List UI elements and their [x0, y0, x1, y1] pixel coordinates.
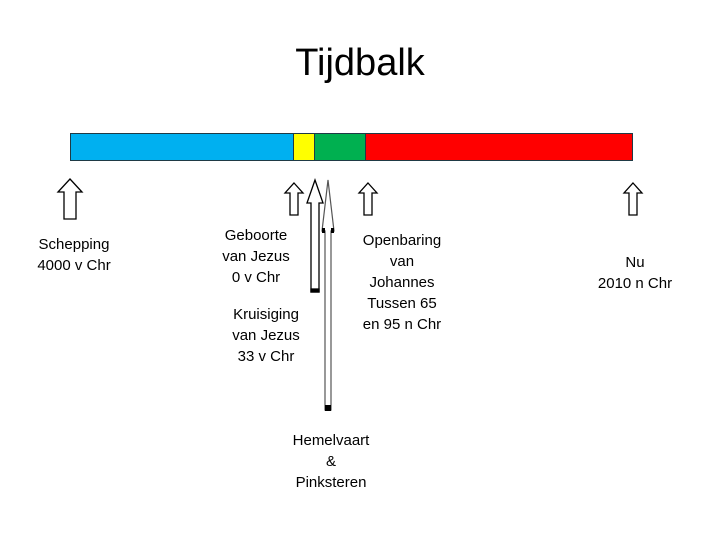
event-geboorte: Geboorte van Jezus 0 v Chr [222, 227, 290, 286]
arrow-up-long-icon [306, 178, 324, 293]
arrow-up-long-icon [321, 179, 335, 411]
event-hemelvaart: Hemelvaart & Pinksteren [292, 432, 370, 491]
segment-blue [70, 133, 294, 161]
event-openbaring: Openbaring van Johannes Tussen 65 en 95 … [362, 232, 442, 333]
arrow-up-icon [622, 182, 644, 216]
arrow-up-icon [56, 178, 84, 220]
arrow-up-icon [283, 182, 305, 216]
page-title: Tijdbalk [295, 42, 425, 84]
segment-red [365, 133, 633, 161]
arrow-up-icon [357, 182, 379, 216]
event-schepping: Schepping 4000 v Chr [37, 236, 111, 274]
event-kruisiging: Kruisiging van Jezus 33 v Chr [232, 306, 300, 365]
event-nu: Nu 2010 n Chr [597, 254, 673, 292]
